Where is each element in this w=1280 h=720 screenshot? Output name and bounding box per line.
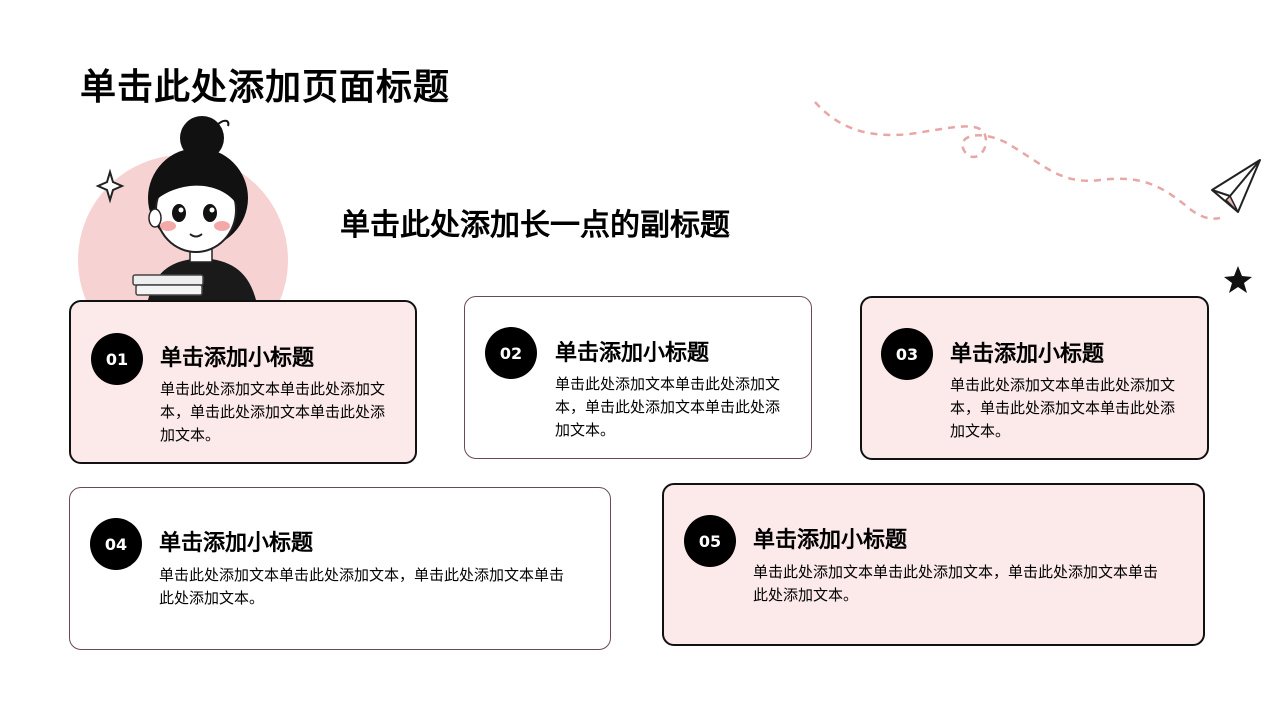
card-title[interactable]: 单击添加小标题 <box>555 341 710 366</box>
card-text[interactable]: 单击此处添加文本单击此处添加文本，单击此处添加文本单击此处添加文本。 <box>555 375 781 439</box>
card-title[interactable]: 单击添加小标题 <box>160 346 315 371</box>
content-card-02[interactable]: 02 单击添加小标题 单击此处添加文本单击此处添加文本，单击此处添加文本单击此处… <box>464 296 812 459</box>
number-badge: 01 <box>91 333 143 385</box>
content-card-04[interactable]: 04 单击添加小标题 单击此处添加文本单击此处添加文本，单击此处添加文本单击此处… <box>69 487 611 650</box>
card-text[interactable]: 单击此处添加文本单击此处添加文本，单击此处添加文本单击此处添加文本。 <box>159 566 565 607</box>
number-badge: 03 <box>881 328 933 380</box>
decorative-flight-path <box>814 101 1261 293</box>
card-text[interactable]: 单击此处添加文本单击此处添加文本，单击此处添加文本单击此处添加文本。 <box>950 376 1176 440</box>
subtitle[interactable]: 单击此处添加长一点的副标题 <box>340 208 730 243</box>
page-title[interactable]: 单击此处添加页面标题 <box>80 67 451 108</box>
card-text[interactable]: 单击此处添加文本单击此处添加文本，单击此处添加文本单击此处添加文本。 <box>753 563 1159 604</box>
girl-illustration <box>78 116 308 305</box>
paper-plane-icon <box>1211 159 1261 213</box>
sparkle-icon <box>95 168 125 204</box>
content-card-05[interactable]: 05 单击添加小标题 单击此处添加文本单击此处添加文本，单击此处添加文本单击此处… <box>662 483 1205 646</box>
star-icon <box>1224 266 1252 293</box>
number-badge: 05 <box>684 515 736 567</box>
card-title[interactable]: 单击添加小标题 <box>753 528 908 553</box>
number-badge: 04 <box>90 518 142 570</box>
content-card-01[interactable]: 01 单击添加小标题 单击此处添加文本单击此处添加文本，单击此处添加文本单击此处… <box>69 300 417 464</box>
card-title[interactable]: 单击添加小标题 <box>159 531 314 556</box>
content-card-03[interactable]: 03 单击添加小标题 单击此处添加文本单击此处添加文本，单击此处添加文本单击此处… <box>860 296 1209 460</box>
number-badge: 02 <box>485 327 537 379</box>
card-title[interactable]: 单击添加小标题 <box>950 342 1105 367</box>
card-text[interactable]: 单击此处添加文本单击此处添加文本，单击此处添加文本单击此处添加文本。 <box>160 380 386 444</box>
